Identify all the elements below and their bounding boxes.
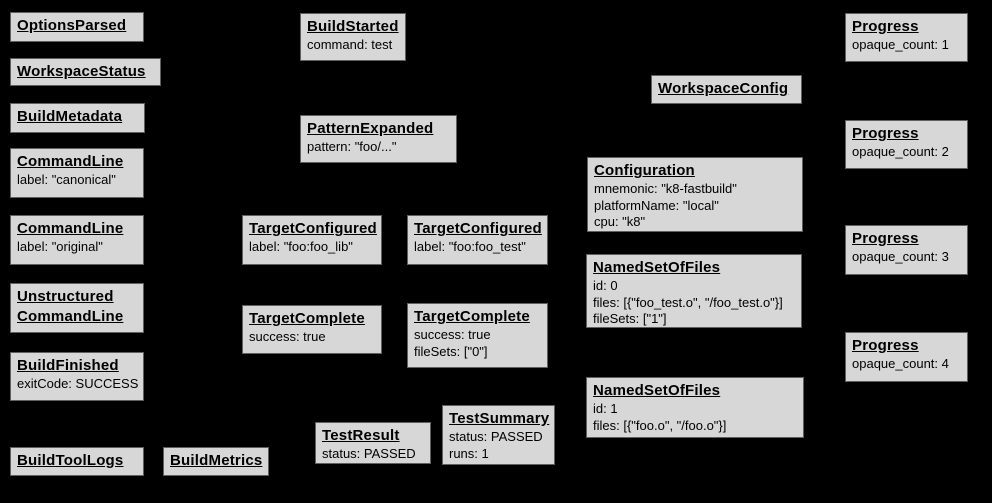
- event-box-build-started: BuildStarted command: test: [300, 13, 406, 61]
- event-title: BuildFinished: [17, 357, 119, 374]
- event-field: id: 0: [593, 278, 618, 293]
- event-title: BuildMetadata: [17, 108, 123, 125]
- event-field: files: [{"foo.o", "/foo.o"}]: [593, 417, 727, 433]
- event-field: status: PASSED: [449, 429, 543, 444]
- event-field: opaque_count: 2: [852, 144, 949, 159]
- event-box-progress-2: Progress opaque_count: 2: [845, 120, 968, 169]
- event-title: Progress: [852, 18, 919, 35]
- event-box-command-line-original: CommandLine label: "original": [10, 215, 144, 265]
- event-title: BuildToolLogs: [17, 452, 124, 469]
- event-box-target-complete-lib: TargetComplete success: true: [242, 305, 382, 354]
- event-title: TestResult: [322, 427, 400, 444]
- event-box-build-metadata: BuildMetadata: [10, 103, 145, 133]
- event-title: Progress: [852, 337, 919, 354]
- event-field: id: 1: [593, 401, 618, 416]
- event-box-target-configured-foo-test: TargetConfigured label: "foo:foo_test": [407, 215, 548, 265]
- event-box-progress-1: Progress opaque_count: 1: [845, 13, 968, 62]
- event-box-build-metrics: BuildMetrics: [163, 447, 269, 476]
- event-field: status: PASSED: [322, 446, 416, 461]
- event-box-configuration: Configuration mnemonic: "k8-fastbuild"pl…: [587, 157, 803, 232]
- event-field: fileSets: ["1"]: [593, 311, 667, 326]
- event-field: label: "original": [17, 239, 103, 254]
- event-field: fileSets: ["0"]: [414, 343, 488, 359]
- event-field: exitCode: SUCCESS: [17, 376, 139, 391]
- event-field: success: true: [414, 327, 491, 342]
- event-box-command-line-canonical: CommandLine label: "canonical": [10, 148, 144, 198]
- event-field: label: "canonical": [17, 172, 116, 187]
- event-field: cpu: "k8": [594, 214, 646, 229]
- event-box-pattern-expanded: PatternExpanded pattern: "foo/...": [300, 115, 457, 163]
- event-title: WorkspaceConfig: [658, 80, 789, 97]
- event-box-options-parsed: OptionsParsed: [10, 12, 144, 42]
- event-box-test-result: TestResult status: PASSED: [315, 422, 431, 464]
- event-title: NamedSetOfFiles: [593, 382, 721, 399]
- event-field: opaque_count: 3: [852, 249, 949, 264]
- event-title: Progress: [852, 125, 919, 142]
- event-title: CommandLine: [17, 153, 124, 170]
- event-title: Progress: [852, 230, 919, 247]
- event-field: label: "foo:foo_test": [414, 239, 526, 254]
- event-field: mnemonic: "k8-fastbuild": [594, 181, 737, 196]
- event-field: platformName: "local": [594, 197, 719, 213]
- event-box-workspace-status: WorkspaceStatus: [10, 58, 161, 86]
- event-field: pattern: "foo/...": [307, 139, 397, 154]
- event-box-unstructured-command-line: Unstructured CommandLine: [10, 283, 144, 333]
- event-title: Unstructured CommandLine: [17, 288, 124, 325]
- event-title: OptionsParsed: [17, 17, 127, 34]
- event-title: TargetConfigured: [249, 220, 377, 237]
- event-field: success: true: [249, 329, 326, 344]
- event-title: TargetConfigured: [414, 220, 542, 237]
- event-box-build-finished: BuildFinished exitCode: SUCCESS: [10, 352, 144, 401]
- event-box-build-tool-logs: BuildToolLogs: [10, 447, 144, 476]
- event-title: PatternExpanded: [307, 120, 434, 137]
- event-title: CommandLine: [17, 220, 124, 237]
- event-box-target-configured-foo-lib: TargetConfigured label: "foo:foo_lib": [242, 215, 382, 265]
- event-title: TargetComplete: [249, 310, 365, 327]
- event-title: WorkspaceStatus: [17, 63, 146, 80]
- event-box-progress-4: Progress opaque_count: 4: [845, 332, 968, 382]
- event-title: TestSummary: [449, 410, 550, 427]
- event-title: BuildStarted: [307, 18, 399, 35]
- event-field: opaque_count: 1: [852, 37, 949, 52]
- event-field: label: "foo:foo_lib": [249, 239, 353, 254]
- event-box-workspace-config: WorkspaceConfig: [651, 75, 802, 104]
- event-field: runs: 1: [449, 445, 489, 461]
- event-field: opaque_count: 4: [852, 356, 949, 371]
- event-box-progress-3: Progress opaque_count: 3: [845, 225, 968, 275]
- event-field: files: [{"foo_test.o", "/foo_test.o"}]: [593, 294, 783, 310]
- event-title: NamedSetOfFiles: [593, 259, 721, 276]
- event-title: Configuration: [594, 162, 695, 179]
- event-title: BuildMetrics: [170, 452, 263, 469]
- event-field: command: test: [307, 37, 393, 52]
- event-title: TargetComplete: [414, 308, 530, 325]
